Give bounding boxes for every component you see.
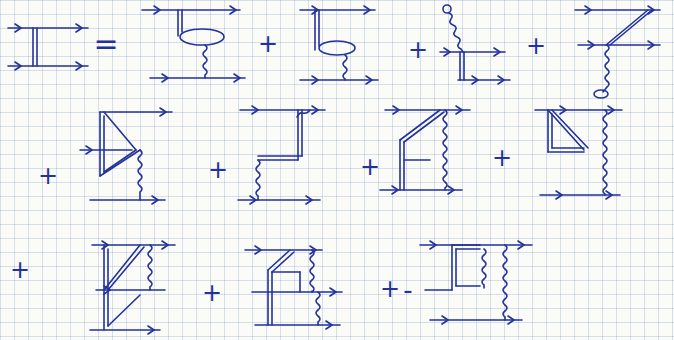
operator-sign: +	[380, 277, 400, 301]
operator-sign: +	[208, 158, 228, 182]
exchange-diagram	[80, 108, 172, 204]
loop-diagram	[142, 6, 245, 82]
operator-sign: +	[38, 164, 58, 188]
operator-sign: +	[526, 34, 546, 58]
exchange-diagram	[90, 241, 175, 334]
operator-sign: +	[202, 281, 222, 305]
exchange-diagram	[420, 241, 532, 324]
operator-sign: =	[93, 29, 118, 59]
operator-sign: +	[492, 146, 512, 170]
exchange-diagram	[535, 106, 622, 199]
operator-sign: +	[408, 38, 428, 62]
exchange-diagram	[380, 106, 470, 194]
vertex-diagram	[8, 24, 88, 70]
exchange-diagram	[245, 246, 342, 329]
tadpole-diagram	[440, 5, 510, 84]
operator-sign: +	[258, 32, 278, 56]
loop-diagram	[300, 6, 378, 84]
operator-sign: +	[10, 258, 30, 282]
operator-sign: -	[403, 277, 412, 303]
tadpole-diagram	[575, 6, 660, 98]
exchange-diagram	[238, 106, 325, 204]
operator-sign: +	[360, 155, 380, 179]
